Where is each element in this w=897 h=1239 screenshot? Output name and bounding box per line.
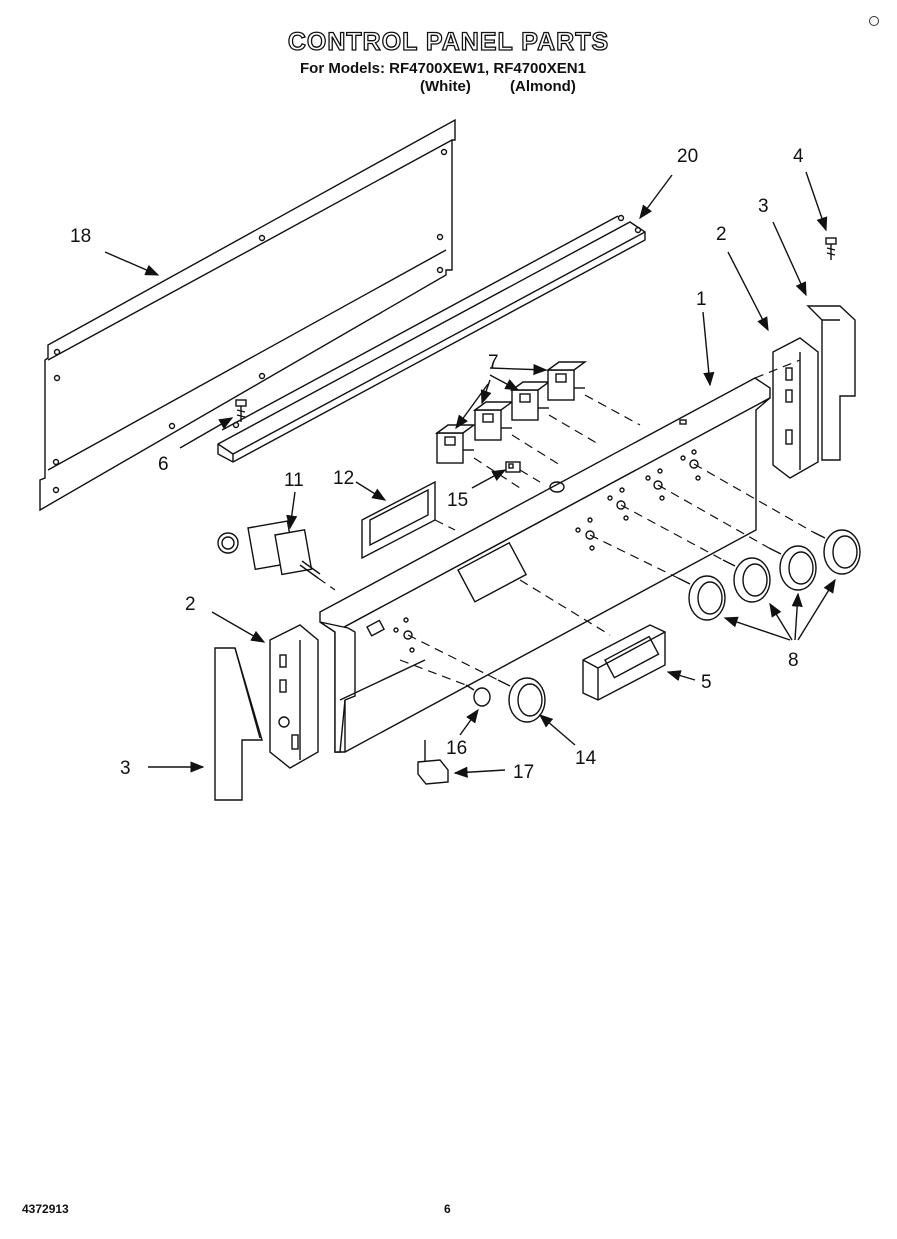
document-number: 4372913: [22, 1202, 69, 1216]
callout-7: 7: [488, 352, 499, 373]
part-8-knobs: [677, 529, 861, 621]
part-12-window: [361, 480, 436, 560]
assembly-lines: [317, 359, 814, 686]
part-14-knob: [497, 677, 546, 723]
callout-15: 15: [447, 490, 468, 511]
callout-17: 17: [513, 762, 534, 783]
variant-white: (White): [420, 78, 471, 95]
callout-3-left: 3: [120, 758, 131, 779]
part-2-right-bracket: [772, 337, 819, 479]
part-5-control-board: [582, 624, 666, 701]
callout-1: 1: [696, 289, 707, 310]
corner-mark: [869, 16, 879, 26]
part-3-right-trim: [806, 305, 856, 461]
part-6-screw: [235, 399, 247, 422]
callout-8: 8: [788, 650, 799, 671]
part-15-switch: [505, 461, 521, 473]
models-line: For Models: RF4700XEW1, RF4700XEN1: [300, 60, 586, 77]
callout-2-left: 2: [185, 594, 196, 615]
part-3-left-trim: [214, 647, 263, 801]
callout-4: 4: [793, 146, 804, 167]
page-title: CONTROL PANEL PARTS: [287, 27, 610, 56]
part-2-left-bracket: [269, 624, 319, 769]
page-number: 6: [444, 1202, 451, 1216]
leader-arrows: [104, 171, 836, 778]
part-4-screw: [825, 237, 837, 260]
callout-11: 11: [284, 470, 304, 491]
callout-5: 5: [701, 672, 712, 693]
callout-12: 12: [333, 468, 354, 489]
part-7-switches: [434, 361, 588, 464]
part-18-rear-panel: [39, 118, 456, 512]
part-17-switch: [417, 740, 449, 785]
callout-16: 16: [446, 738, 467, 759]
callout-18: 18: [70, 226, 91, 247]
callout-3-right: 3: [758, 196, 769, 217]
part-16-indicator: [465, 684, 491, 707]
callout-14: 14: [575, 748, 597, 769]
part-20-channel: [217, 214, 646, 463]
callout-20: 20: [677, 146, 698, 167]
part-11-motor: [217, 520, 321, 579]
callout-2-right: 2: [716, 224, 727, 245]
callout-6: 6: [158, 454, 169, 475]
callout-labels: 18 20 4 3 2 1 7 6 11 12 15 2 3 5 8 16 14…: [70, 146, 804, 783]
variant-almond: (Almond): [510, 78, 576, 95]
